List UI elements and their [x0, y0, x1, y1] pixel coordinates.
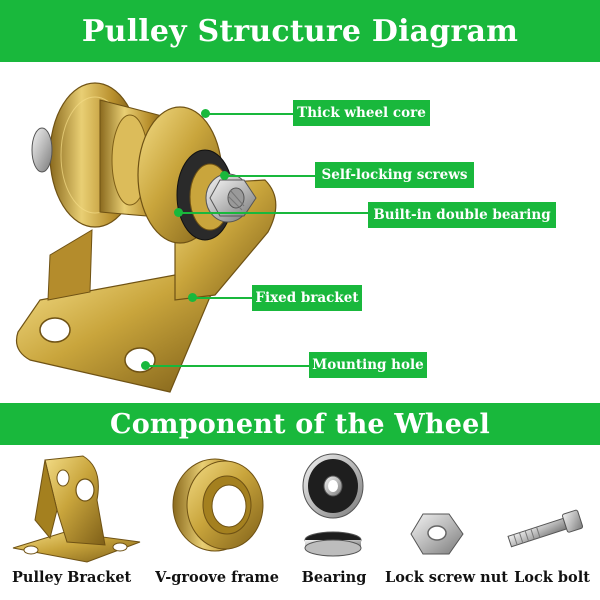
callout-line-mounting-hole [146, 365, 310, 367]
callout-line-screws [225, 175, 316, 177]
callout-line-bracket [193, 297, 253, 299]
component-label-v-groove-frame: V-groove frame [155, 569, 279, 586]
component-label-lock-screw-nut: Lock screw nut [385, 569, 508, 586]
component-lock-screw-nut-image [405, 450, 470, 575]
callout-dot-bracket [188, 293, 197, 302]
section-title-banner: Component of the Wheel [0, 403, 600, 445]
callout-thick-wheel-core: Thick wheel core [293, 100, 430, 126]
callout-dot-wheel-core [201, 109, 210, 118]
pulley-assembly-illustration [15, 82, 277, 393]
callout-line-wheel-core [206, 113, 294, 115]
callout-mounting-hole: Mounting hole [309, 352, 427, 378]
component-label-pulley-bracket: Pulley Bracket [12, 569, 132, 586]
callout-dot-bearing [174, 208, 183, 217]
component-lock-bolt-image [500, 450, 595, 575]
callout-built-in-double-bearing: Built-in double bearing [368, 202, 556, 228]
component-label-lock-bolt: Lock bolt [514, 569, 590, 586]
callout-dot-mounting-hole [141, 361, 150, 370]
diagram-title: Pulley Structure Diagram [81, 13, 519, 49]
section-title: Component of the Wheel [110, 408, 490, 440]
callout-dot-screws [220, 171, 229, 180]
component-pulley-bracket-image [5, 450, 145, 575]
callout-fixed-bracket: Fixed bracket [252, 285, 362, 311]
component-bearing-image [295, 450, 370, 575]
component-label-bearing: Bearing [301, 569, 367, 586]
callout-self-locking-screws: Self-locking screws [315, 162, 474, 188]
diagram-title-banner: Pulley Structure Diagram [0, 0, 600, 62]
callout-line-bearing [179, 212, 369, 214]
component-v-groove-frame-image [165, 450, 275, 575]
